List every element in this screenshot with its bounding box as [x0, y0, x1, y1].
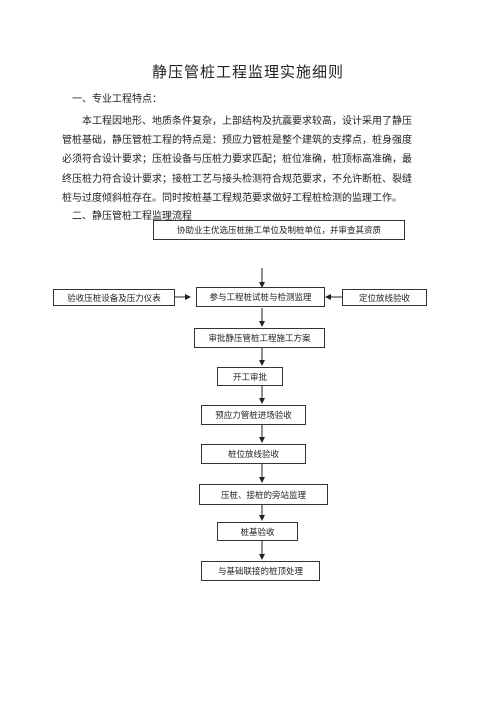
paragraph-line: 本工程因地形、地质条件复杂，上部结构及抗震要求较高，设计采用了静压 [82, 116, 412, 127]
flow-step-7: 压桩、接桩的旁站监理 [199, 484, 328, 505]
flow-step-8: 桩基验收 [217, 522, 298, 541]
document-title: 静压管桩工程监理实施细则 [151, 63, 344, 81]
flow-step-5: 预应力管桩进场验收 [201, 405, 306, 425]
flow-right-box: 定位放线验收 [342, 289, 427, 306]
flow-step-6: 桩位放线验收 [201, 444, 306, 464]
flow-step-1: 协助业主优选压桩施工单位及制桩单位，并审查其资质 [153, 220, 405, 240]
paragraph-line: 终压桩力符合设计要求；接桩工艺与接头检测符合规范要求，不允许断桩、裂缝 [62, 173, 412, 185]
paragraph-line: 管桩基础，静压管桩工程的特点是：预应力管桩是整个建筑的支撑点，桩身强度 [62, 135, 412, 147]
flow-step-2: 参与工程桩试桩与检测监理 [196, 287, 325, 307]
flow-left-box: 验收压桩设备及压力仪表 [53, 289, 175, 306]
flow-step-4: 开工审批 [217, 367, 283, 386]
section-2-heading: 二、静压管桩工程监理流程 [72, 211, 192, 222]
paragraph-line: 桩与过度倾斜桩存在。同时按桩基工程规范要求做好工程桩检测的监理工作。 [62, 192, 402, 204]
section-1-paragraph: 本工程因地形、地质条件复杂，上部结构及抗震要求较高，设计采用了静压 管桩基础，静… [62, 112, 432, 208]
section-1-heading: 一、专业工程特点： [72, 94, 162, 105]
paragraph-line: 必须符合设计要求；压桩设备与压桩力要求匹配；桩位准确，桩顶标高准确，最 [62, 154, 412, 166]
flow-step-3: 审批静压管桩工程施工方案 [194, 328, 325, 348]
flow-step-9: 与基础联接的桩顶处理 [201, 561, 320, 581]
